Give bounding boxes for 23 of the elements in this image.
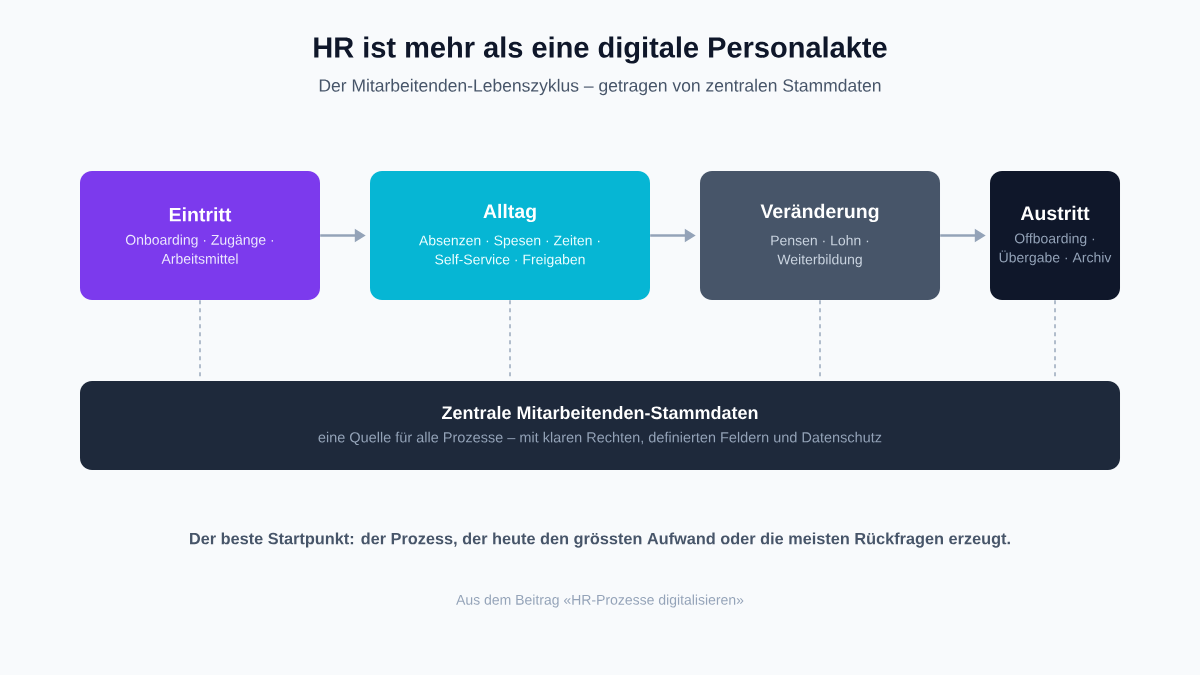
stage-box	[80, 171, 320, 300]
dashed-line	[1054, 299, 1056, 378]
box-title: Zentrale Mitarbeitenden-Stammdaten	[442, 405, 758, 420]
box-description: eine Quelle für alle Prozesse – mit klaren Rechten, definierten Feldern und Datenschutz	[318, 431, 882, 446]
data-box	[80, 381, 1120, 470]
subtitle: Der Mitarbeitenden-Lebenszyklus – getragen von zentralen Stammdaten	[319, 78, 881, 96]
stage-box	[990, 171, 1120, 300]
dashed-line	[199, 299, 201, 378]
source-note: Aus dem Beitrag «HR-Prozesse digitalisieren»	[456, 594, 744, 608]
box-title: Alltag	[483, 203, 536, 223]
dashed-line	[819, 299, 821, 378]
box-description: Onboarding · Zugänge · Arbeitsmittel	[125, 234, 273, 264]
takeaway-note: Der beste Startpunkt: der Prozess, der heute den grössten Aufwand oder die meisten Rückfragen erzeugt.	[190, 532, 1010, 548]
stage-box	[370, 171, 650, 300]
dashed-line	[509, 299, 511, 378]
box-description: Pensen · Lohn · Weiterbildung	[771, 235, 869, 268]
box-description: Absenzen · Spesen · Zeiten · Self-Service · Freigaben	[419, 235, 600, 268]
box-description: Offboarding · Übergabe · Archiv	[999, 233, 1112, 266]
box-title: Austritt	[1020, 205, 1090, 221]
title: HR ist mehr als eine digitale Personalakte	[314, 36, 887, 64]
stage-box	[700, 171, 940, 300]
box-title: Veränderung	[760, 203, 879, 223]
box-title: Eintritt	[169, 207, 232, 222]
